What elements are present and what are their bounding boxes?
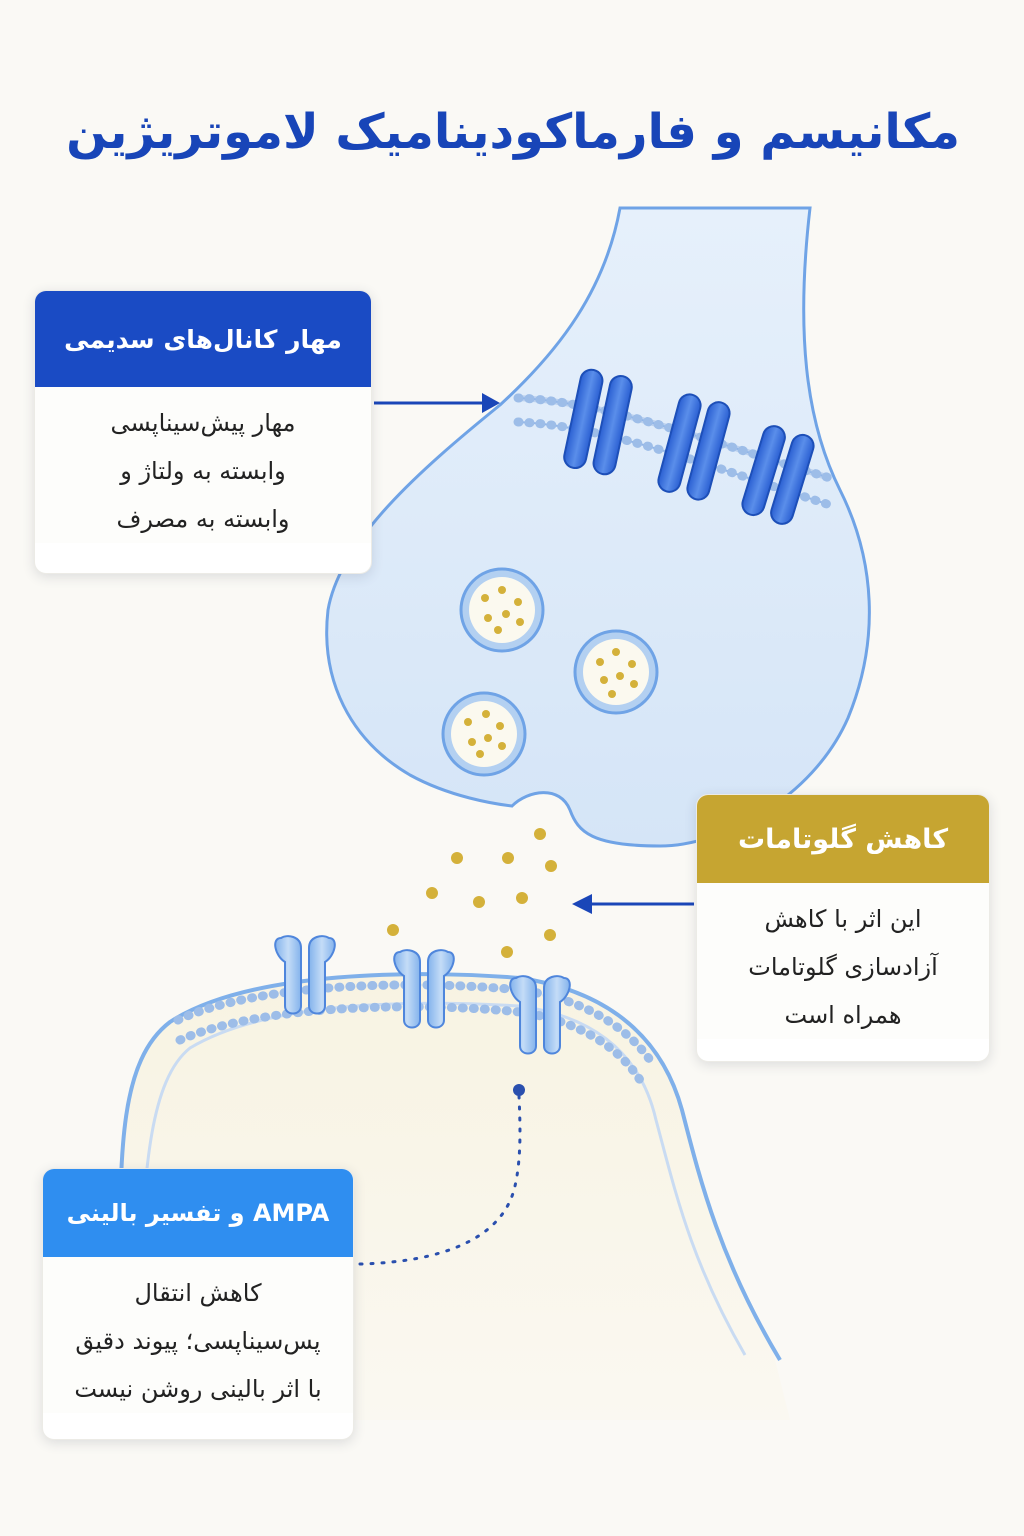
sodium-channel-card: مهار کانال‌های سدیمی مهار پیش‌سیناپسی وا… — [34, 290, 372, 574]
glutamate-card-line: این اثر با کاهش — [764, 905, 922, 933]
ampa-card-heading: AMPA و تفسیر بالینی — [43, 1169, 353, 1257]
sodium-card-line: وابسته به مصرف — [116, 505, 290, 533]
page-title: مکانیسم و فارماکودینامیک لاموتریژین — [66, 104, 960, 160]
arrow-right-icon — [374, 393, 500, 413]
ampa-card-line: پس‌سیناپسی؛ پیوند دقیق — [75, 1327, 321, 1355]
presynaptic-terminal — [325, 206, 871, 848]
sodium-channel — [657, 393, 731, 501]
ampa-receptor — [274, 935, 336, 1015]
sodium-card-line: مهار پیش‌سیناپسی — [110, 409, 296, 437]
ampa-receptor — [393, 949, 455, 1029]
glutamate-card-body: این اثر با کاهش آزادسازی گلوتامات همراه … — [697, 883, 989, 1039]
postsynaptic-membrane — [173, 980, 655, 1085]
arrow-left-icon — [572, 894, 694, 914]
ampa-card-line: کاهش انتقال — [134, 1279, 262, 1307]
ampa-receptor — [509, 975, 571, 1055]
sodium-card-line: وابسته به ولتاژ و — [120, 457, 286, 485]
sodium-channel — [563, 368, 633, 476]
sodium-card-heading: مهار کانال‌های سدیمی — [35, 291, 371, 387]
synaptic-vesicle — [459, 567, 545, 653]
glutamate-molecules — [387, 828, 557, 958]
glutamate-card-line: آزادسازی گلوتامات — [748, 953, 938, 981]
ampa-card-body: کاهش انتقال پس‌سیناپسی؛ پیوند دقیق با اث… — [43, 1257, 353, 1413]
sodium-card-body: مهار پیش‌سیناپسی وابسته به ولتاژ و وابست… — [35, 387, 371, 543]
ampa-card: AMPA و تفسیر بالینی کاهش انتقال پس‌سیناپ… — [42, 1168, 354, 1440]
glutamate-card-heading: کاهش گلوتامات — [697, 795, 989, 883]
glutamate-card: کاهش گلوتامات این اثر با کاهش آزادسازی گ… — [696, 794, 990, 1062]
synaptic-vesicle — [441, 691, 527, 777]
ampa-card-line: با اثر بالینی روشن نیست — [74, 1375, 322, 1403]
dotted-connector-icon — [358, 1084, 525, 1266]
synaptic-vesicle — [573, 629, 659, 715]
glutamate-card-line: همراه است — [784, 1001, 902, 1029]
sodium-channel — [741, 425, 815, 525]
